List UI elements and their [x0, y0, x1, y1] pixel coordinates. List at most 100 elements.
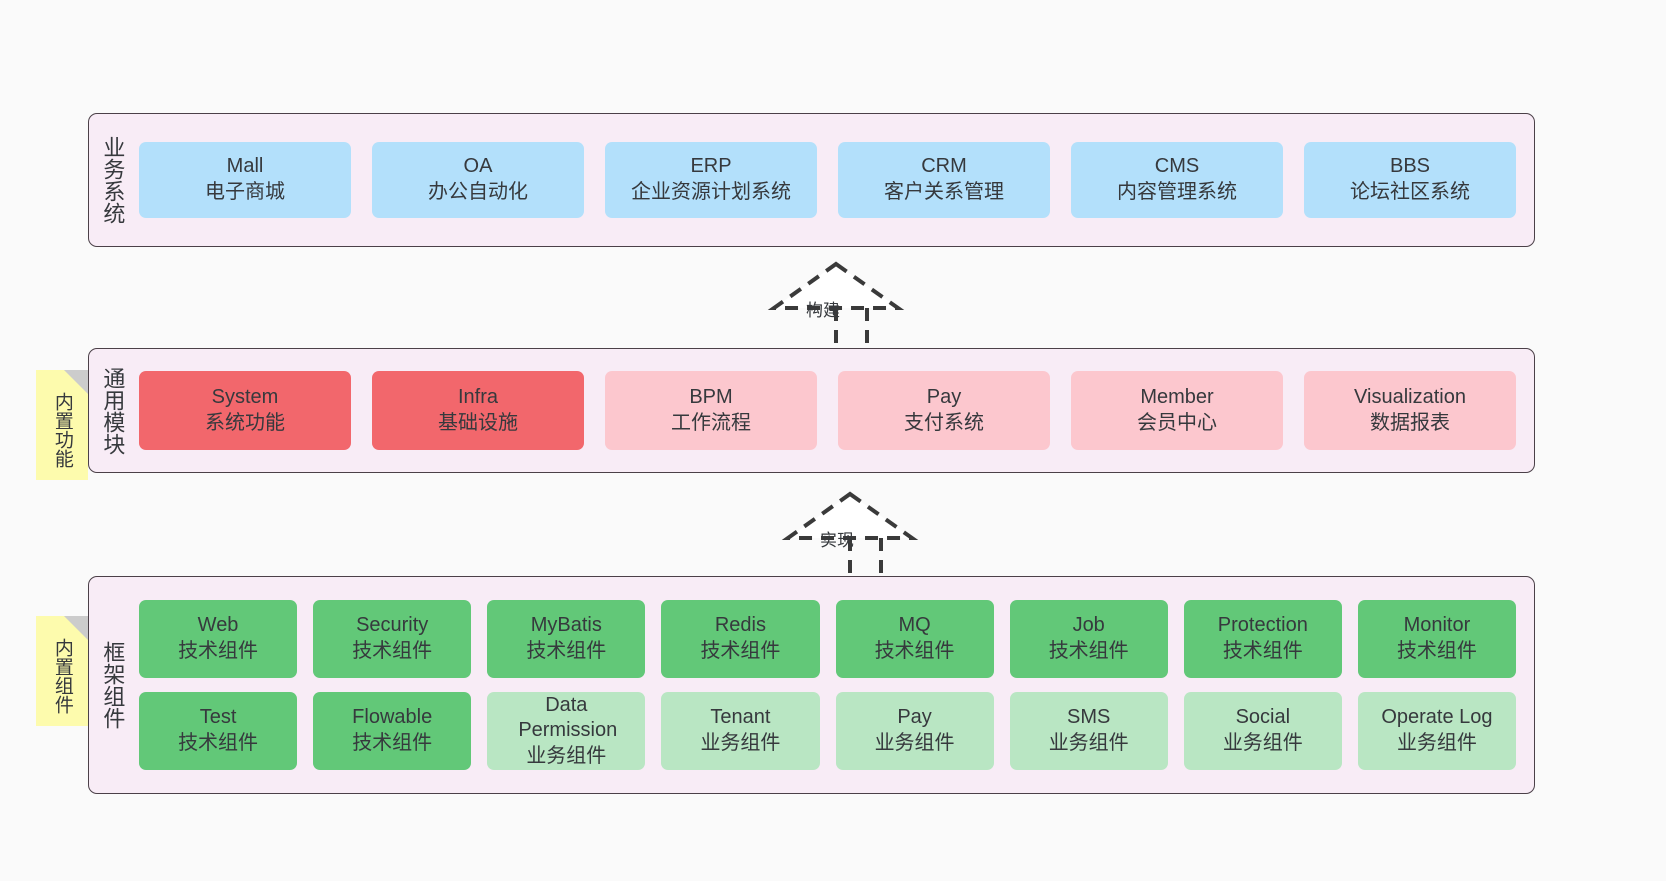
node-subtitle: 内容管理系统	[1117, 181, 1237, 203]
node-cms[interactable]: CMS 内容管理系统	[1071, 142, 1283, 218]
node-operate-log[interactable]: Operate Log 业务组件	[1357, 692, 1516, 770]
node-data-permission[interactable]: Data Permission 业务组件	[487, 692, 646, 770]
layer-body-business-systems: Mall 电子商城 OA 办公自动化 ERP 企业资源计划系统 CRM 客户关系…	[135, 114, 1534, 246]
node-title: Monitor	[1403, 614, 1471, 637]
node-social[interactable]: Social 业务组件	[1183, 692, 1342, 770]
node-title: Flowable	[352, 706, 433, 729]
node-subtitle: 会员中心	[1137, 411, 1217, 434]
node-subtitle: 技术组件	[352, 732, 433, 754]
layer-title-business-systems: 业务系统	[100, 136, 126, 224]
node-title: BPM	[689, 385, 733, 408]
node-title: System	[211, 385, 279, 408]
node-title: Operate Log	[1381, 706, 1493, 729]
node-title: SMS	[1067, 706, 1111, 729]
layer-common-modules: 通用模块 System 系统功能 Infra 基础设施 BPM 工作流程 Pay…	[88, 348, 1535, 473]
node-mybatis[interactable]: MyBatis 技术组件	[487, 600, 646, 678]
node-tenant[interactable]: Tenant 业务组件	[661, 692, 820, 770]
node-subtitle: 支付系统	[904, 411, 984, 434]
node-title: BBS	[1389, 155, 1431, 178]
node-subtitle: 技术组件	[352, 640, 433, 662]
node-title: Mall	[226, 155, 264, 178]
node-title: MyBatis	[530, 614, 602, 637]
node-title: Tenant	[710, 706, 771, 729]
node-subtitle: 技术组件	[1048, 640, 1129, 662]
node-subtitle: 办公自动化	[428, 181, 528, 203]
node-subtitle: 技术组件	[700, 640, 781, 662]
node-title: Security	[356, 614, 429, 637]
node-subtitle: 电子商城	[205, 181, 285, 203]
node-visualization[interactable]: Visualization 数据报表	[1304, 371, 1516, 450]
node-title: Web	[197, 614, 239, 637]
sticky-fold-corner	[64, 616, 88, 640]
sticky-note-builtin-functions: 内置功能	[36, 370, 88, 480]
node-subtitle: 论坛社区系统	[1350, 181, 1470, 203]
node-title: Redis	[714, 614, 766, 637]
node-security[interactable]: Security 技术组件	[313, 600, 472, 678]
node-title: ERP	[690, 155, 732, 178]
node-subtitle: 业务组件	[1048, 732, 1129, 754]
node-member[interactable]: Member 会员中心	[1071, 371, 1283, 450]
node-mall[interactable]: Mall 电子商城	[139, 142, 351, 218]
node-subtitle: 业务组件	[1396, 732, 1477, 754]
connector-build: 构建	[748, 258, 918, 350]
node-subtitle: 业务组件	[700, 732, 781, 754]
node-subtitle: 技术组件	[526, 640, 607, 662]
node-title: Pay	[897, 706, 932, 729]
node-bpm[interactable]: BPM 工作流程	[605, 371, 817, 450]
node-redis[interactable]: Redis 技术组件	[661, 600, 820, 678]
node-subtitle: 业务组件	[1222, 732, 1303, 754]
node-web[interactable]: Web 技术组件	[139, 600, 298, 678]
node-pay-component[interactable]: Pay 业务组件	[835, 692, 994, 770]
node-title: Social	[1235, 706, 1291, 729]
node-subtitle: 企业资源计划系统	[631, 181, 791, 203]
node-subtitle: 技术组件	[178, 640, 259, 662]
node-title: CMS	[1154, 155, 1200, 178]
node-bbs[interactable]: BBS 论坛社区系统	[1304, 142, 1516, 218]
node-subtitle: 技术组件	[874, 640, 955, 662]
node-title: Member	[1140, 385, 1214, 408]
node-subtitle: 业务组件	[526, 744, 607, 767]
node-erp[interactable]: ERP 企业资源计划系统	[605, 142, 817, 218]
node-title: Infra	[457, 385, 499, 408]
layer-row: System 系统功能 Infra 基础设施 BPM 工作流程 Pay 支付系统…	[139, 371, 1516, 450]
node-subtitle: 技术组件	[1222, 640, 1303, 662]
connector-build-label: 构建	[806, 301, 840, 320]
build-arrow-glyph	[767, 261, 905, 350]
node-title: Data Permission	[518, 693, 618, 742]
node-crm[interactable]: CRM 客户关系管理	[838, 142, 1050, 218]
layer-business-systems: 业务系统 Mall 电子商城 OA 办公自动化 ERP 企业资源计划系统 CRM…	[88, 113, 1535, 247]
layer-row: Web 技术组件 Security 技术组件 MyBatis 技术组件 Redi…	[139, 600, 1516, 678]
node-protection[interactable]: Protection 技术组件	[1183, 600, 1342, 678]
layer-framework-components: 框架组件 Web 技术组件 Security 技术组件 MyBatis 技术组件…	[88, 576, 1535, 794]
node-monitor[interactable]: Monitor 技术组件	[1357, 600, 1516, 678]
node-subtitle: 工作流程	[671, 411, 751, 434]
node-subtitle: 客户关系管理	[884, 181, 1004, 203]
node-subtitle: 系统功能	[205, 411, 285, 434]
node-system[interactable]: System 系统功能	[139, 371, 351, 450]
connector-implement: 实现	[762, 488, 932, 576]
node-pay[interactable]: Pay 支付系统	[838, 371, 1050, 450]
node-subtitle: 技术组件	[1396, 640, 1477, 662]
layer-body-framework-components: Web 技术组件 Security 技术组件 MyBatis 技术组件 Redi…	[135, 577, 1534, 793]
node-mq[interactable]: MQ 技术组件	[835, 600, 994, 678]
node-job[interactable]: Job 技术组件	[1009, 600, 1168, 678]
node-subtitle: 基础设施	[438, 411, 518, 434]
node-title: Test	[199, 706, 237, 729]
node-flowable[interactable]: Flowable 技术组件	[313, 692, 472, 770]
layer-title-common-modules: 通用模块	[100, 366, 126, 455]
node-subtitle: 数据报表	[1370, 411, 1450, 434]
sticky-fold-corner	[64, 370, 88, 394]
node-title: CRM	[921, 155, 967, 178]
node-title: Job	[1072, 614, 1105, 637]
layer-row: Test 技术组件 Flowable 技术组件 Data Permission …	[139, 692, 1516, 770]
node-test[interactable]: Test 技术组件	[139, 692, 298, 770]
sticky-note-label: 内置组件	[51, 638, 73, 714]
node-subtitle: 技术组件	[178, 732, 259, 754]
node-sms[interactable]: SMS 业务组件	[1009, 692, 1168, 770]
node-oa[interactable]: OA 办公自动化	[372, 142, 584, 218]
connector-implement-label: 实现	[820, 531, 854, 550]
sticky-note-builtin-components: 内置组件	[36, 616, 88, 726]
node-title: Pay	[926, 385, 962, 408]
node-infra[interactable]: Infra 基础设施	[372, 371, 584, 450]
layer-row: Mall 电子商城 OA 办公自动化 ERP 企业资源计划系统 CRM 客户关系…	[139, 142, 1516, 218]
